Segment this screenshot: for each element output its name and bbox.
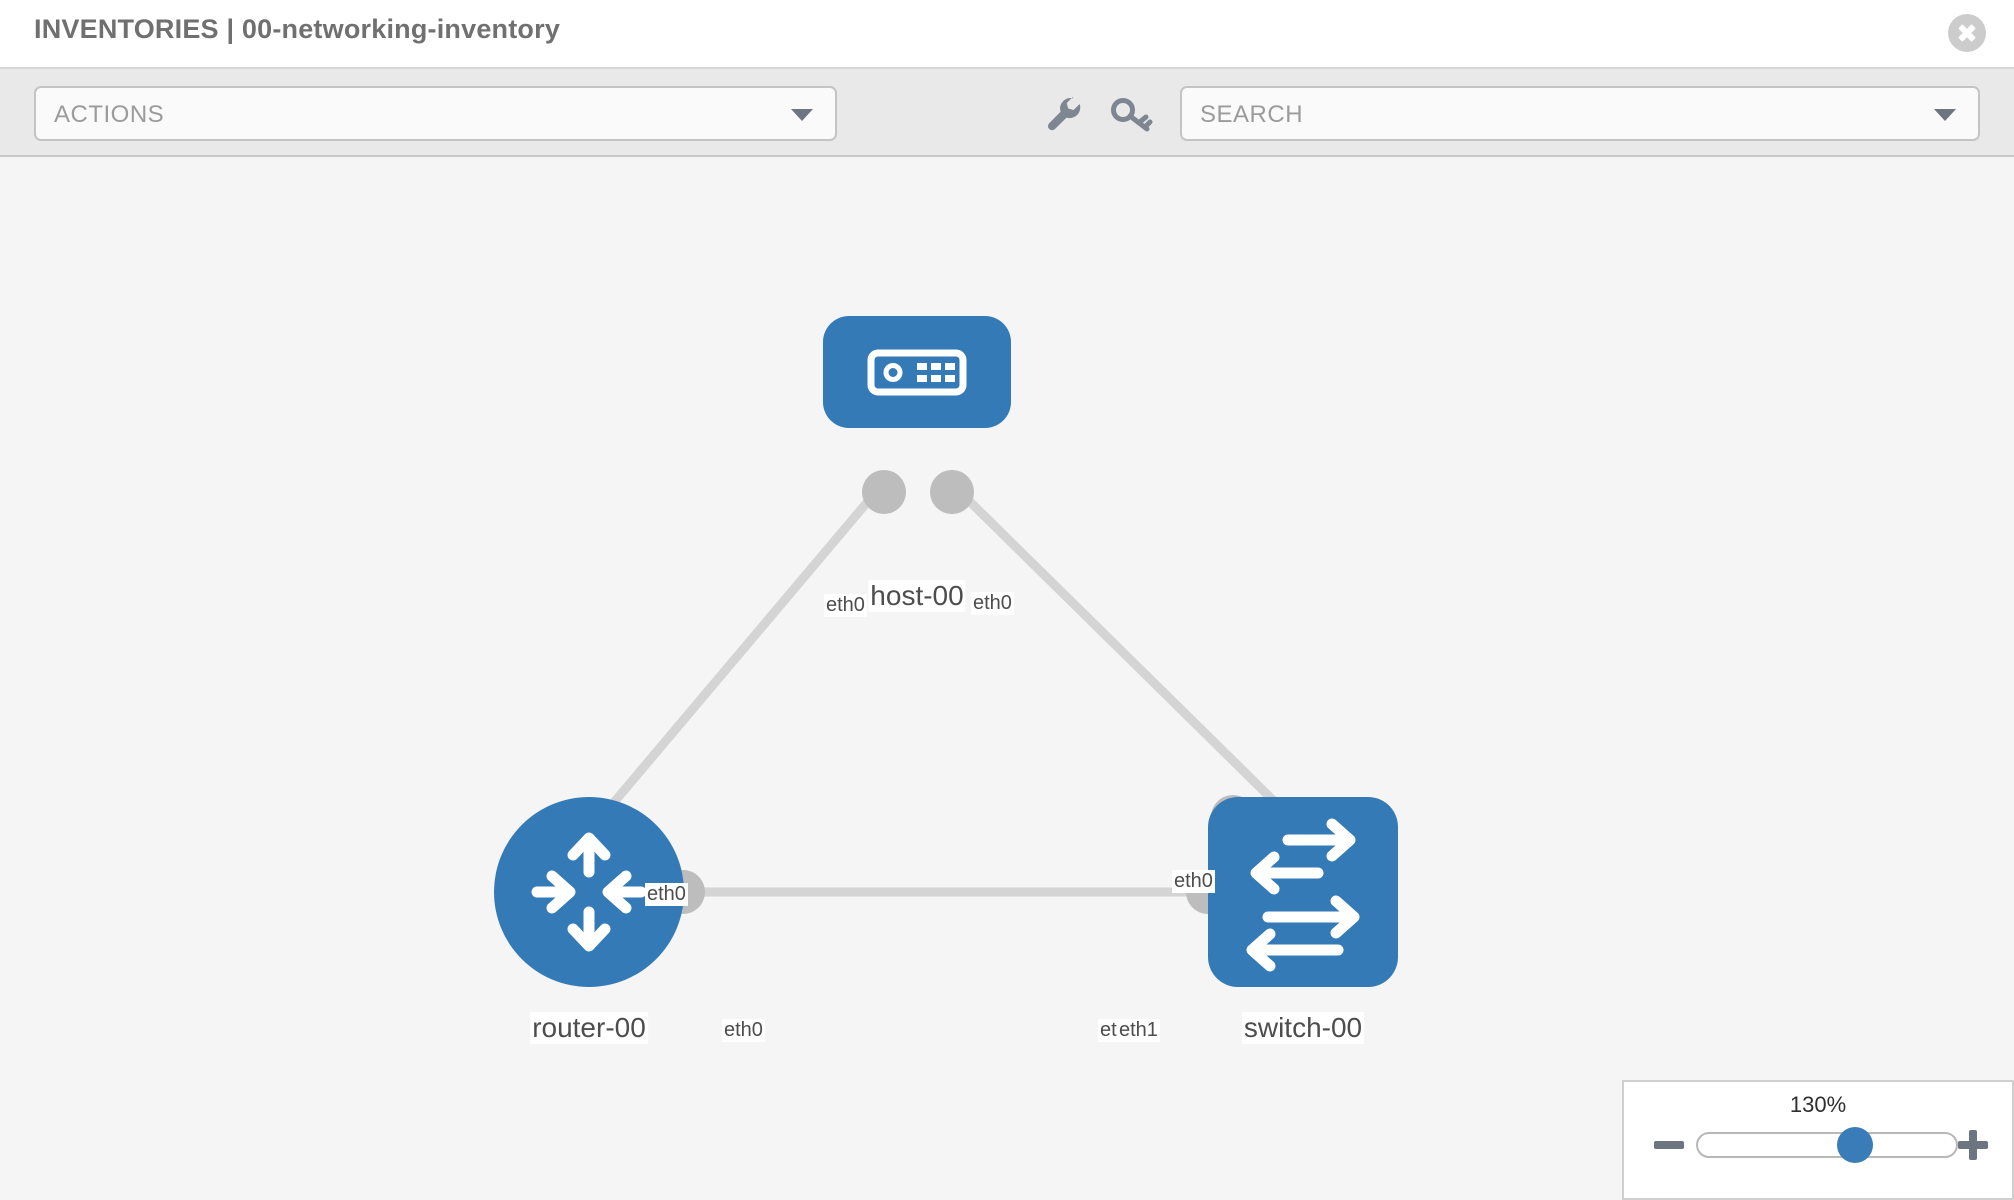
topology-canvas[interactable]: eth0 eth0 eth0 eth0 eth0 eth0 eth1 host-… — [0, 157, 2014, 1200]
edge-label-switch-eth1: eth1 — [1117, 1019, 1160, 1042]
node-switch-00[interactable] — [1208, 797, 1398, 987]
edge-label-host-left: eth0 — [824, 594, 867, 617]
app-header: INVENTORIES | 00-networking-inventory — [0, 0, 2014, 69]
node-label-router-00: router-00 — [530, 1012, 648, 1044]
minus-icon-bar — [1654, 1141, 1684, 1149]
node-label-host-00: host-00 — [868, 580, 966, 612]
server-icon — [867, 349, 967, 396]
router-arrows-icon — [531, 832, 647, 952]
actions-dropdown[interactable]: ACTIONS — [34, 86, 837, 141]
search-input[interactable]: SEARCH — [1180, 86, 1980, 141]
wrench-icon[interactable] — [1040, 91, 1086, 137]
node-router-00[interactable] — [494, 797, 684, 987]
topology-svg — [494, 316, 1398, 987]
link-host-switch[interactable] — [951, 483, 1284, 811]
key-icon[interactable] — [1108, 91, 1154, 137]
minus-icon[interactable] — [1652, 1128, 1686, 1162]
port-host-eth0-right[interactable] — [930, 470, 974, 514]
node-router-00-shape[interactable] — [494, 797, 684, 987]
node-host-00[interactable] — [823, 316, 1011, 428]
port-host-eth0-left[interactable] — [862, 470, 906, 514]
edge-label-router-eth0: eth0 — [722, 1019, 765, 1042]
edge-label-router-up: eth0 — [645, 883, 688, 906]
zoom-level-label: 130% — [1789, 1092, 1847, 1117]
actions-dropdown-label: ACTIONS — [54, 101, 165, 128]
plus-icon[interactable] — [1956, 1128, 1990, 1162]
topology-graph: eth0 eth0 eth0 eth0 eth0 eth0 eth1 host-… — [0, 157, 2014, 1200]
edge-label-host-right: eth0 — [971, 592, 1014, 615]
zoom-control-panel: 130% — [1622, 1080, 2014, 1200]
node-label-switch-00: switch-00 — [1241, 1012, 1365, 1044]
edge-label-switch-up: eth0 — [1172, 870, 1215, 893]
node-host-00-shape[interactable] — [823, 316, 1011, 428]
search-placeholder: SEARCH — [1200, 101, 1304, 128]
link-layer — [606, 483, 1284, 897]
node-switch-00-shape[interactable] — [1208, 797, 1398, 987]
chevron-down-icon — [791, 108, 813, 121]
switch-arrows-icon — [1246, 818, 1360, 972]
chevron-down-icon — [1934, 108, 1956, 121]
plus-icon-bar-v — [1969, 1130, 1977, 1160]
zoom-slider-thumb[interactable] — [1837, 1127, 1874, 1163]
page-title: INVENTORIES | 00-networking-inventory — [34, 14, 561, 44]
zoom-slider[interactable] — [1696, 1127, 1958, 1163]
link-host-router[interactable] — [606, 484, 884, 810]
toolbar: ACTIONS SEARCH — [0, 69, 2014, 157]
close-icon[interactable] — [1948, 14, 1986, 52]
